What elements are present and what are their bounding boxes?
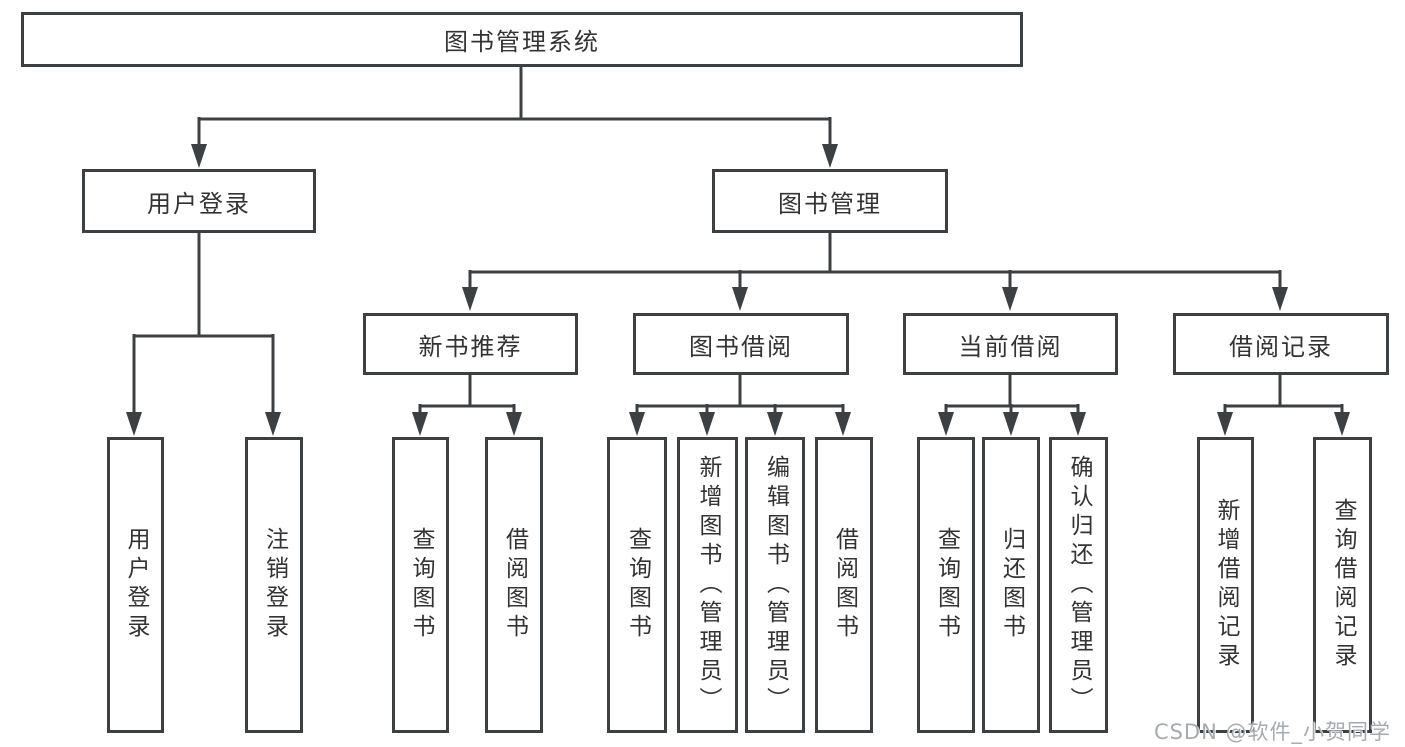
leaf-query-borrow-record: 查询借阅记录 — [1313, 437, 1372, 733]
leaf-logout-label: 注销登录 — [261, 527, 288, 643]
leaf-borrow-books-recommend: 借阅图书 — [485, 437, 543, 733]
arrow-down-icon — [732, 287, 748, 311]
leaf-return-books: 归还图书 — [982, 437, 1040, 733]
node-current-borrow: 当前借阅 — [903, 313, 1118, 375]
arrow-down-icon — [938, 412, 954, 436]
arrow-down-icon — [629, 412, 645, 436]
leaf-user-login: 用户登录 — [107, 437, 164, 733]
leaf-add-books-admin: 新增图书（管理员） — [677, 437, 738, 733]
arrow-down-icon — [1272, 287, 1288, 311]
node-user-login: 用户登录 — [82, 169, 316, 233]
arrowheads — [126, 144, 1350, 436]
leaf-borrow-books-borrow: 借阅图书 — [815, 437, 873, 733]
node-book-borrow: 图书借阅 — [633, 313, 849, 375]
leaf-query-books-borrow-label: 查询图书 — [624, 527, 651, 643]
arrow-down-icon — [462, 287, 478, 311]
connector-root-to-level2 — [197, 66, 832, 146]
leaf-add-borrow-record: 新增借阅记录 — [1197, 437, 1254, 733]
node-root-label: 图书管理系统 — [444, 28, 600, 56]
arrow-down-icon — [191, 144, 207, 168]
connector-bookmgmt-to-level3 — [468, 232, 1282, 290]
leaf-query-books-recommend: 查询图书 — [392, 437, 449, 733]
arrow-down-icon — [126, 412, 142, 436]
connector-recommend-to-leaves — [418, 374, 516, 414]
leaf-confirm-return-admin-label: 确认归还（管理员） — [1066, 454, 1092, 716]
node-book-management-label: 图书管理 — [778, 189, 882, 218]
node-borrow-records: 借阅记录 — [1173, 313, 1389, 375]
node-new-book-recommend-label: 新书推荐 — [418, 332, 523, 361]
arrow-down-icon — [835, 412, 851, 436]
leaf-query-books-recommend-label: 查询图书 — [408, 527, 434, 643]
leaf-edit-books-admin-label: 编辑图书（管理员） — [762, 454, 789, 716]
leaf-edit-books-admin: 编辑图书（管理员） — [745, 437, 805, 733]
leaf-borrow-books-recommend-label: 借阅图书 — [501, 527, 528, 643]
leaf-return-books-label: 归还图书 — [998, 527, 1025, 643]
leaf-user-login-label: 用户登录 — [123, 527, 149, 643]
connector-borrow-to-leaves — [635, 374, 845, 414]
node-current-borrow-label: 当前借阅 — [958, 332, 1063, 361]
arrow-down-icon — [699, 412, 715, 436]
node-new-book-recommend: 新书推荐 — [363, 313, 578, 375]
leaf-confirm-return-admin: 确认归还（管理员） — [1049, 437, 1108, 733]
node-user-login-label: 用户登录 — [147, 189, 251, 218]
connector-records-to-leaves — [1223, 374, 1344, 414]
arrow-down-icon — [822, 144, 838, 168]
arrow-down-icon — [1070, 412, 1086, 436]
leaf-logout: 注销登录 — [245, 437, 303, 733]
arrow-down-icon — [506, 412, 522, 436]
leaf-query-borrow-record-label: 查询借阅记录 — [1330, 498, 1356, 672]
leaf-add-books-admin-label: 新增图书（管理员） — [695, 454, 721, 716]
arrow-down-icon — [1002, 287, 1018, 311]
node-root: 图书管理系统 — [21, 12, 1023, 67]
leaf-borrow-books-borrow-label: 借阅图书 — [831, 527, 858, 643]
leaf-query-books-current: 查询图书 — [917, 437, 975, 733]
leaf-add-borrow-record-label: 新增借阅记录 — [1213, 498, 1239, 672]
node-book-borrow-label: 图书借阅 — [689, 332, 793, 361]
arrow-down-icon — [412, 412, 428, 436]
arrow-down-icon — [1003, 412, 1019, 436]
arrow-down-icon — [767, 412, 783, 436]
leaf-query-books-current-label: 查询图书 — [933, 527, 960, 643]
node-borrow-records-label: 借阅记录 — [1229, 332, 1333, 361]
connector-current-to-leaves — [944, 374, 1080, 414]
watermark: CSDN @软件_小贺同学 — [1153, 720, 1391, 744]
connector-userlogin-to-leaves — [132, 232, 275, 414]
node-book-management: 图书管理 — [712, 169, 948, 233]
arrow-down-icon — [1217, 412, 1233, 436]
leaf-query-books-borrow: 查询图书 — [607, 437, 667, 733]
arrow-down-icon — [265, 412, 281, 436]
arrow-down-icon — [1334, 412, 1350, 436]
